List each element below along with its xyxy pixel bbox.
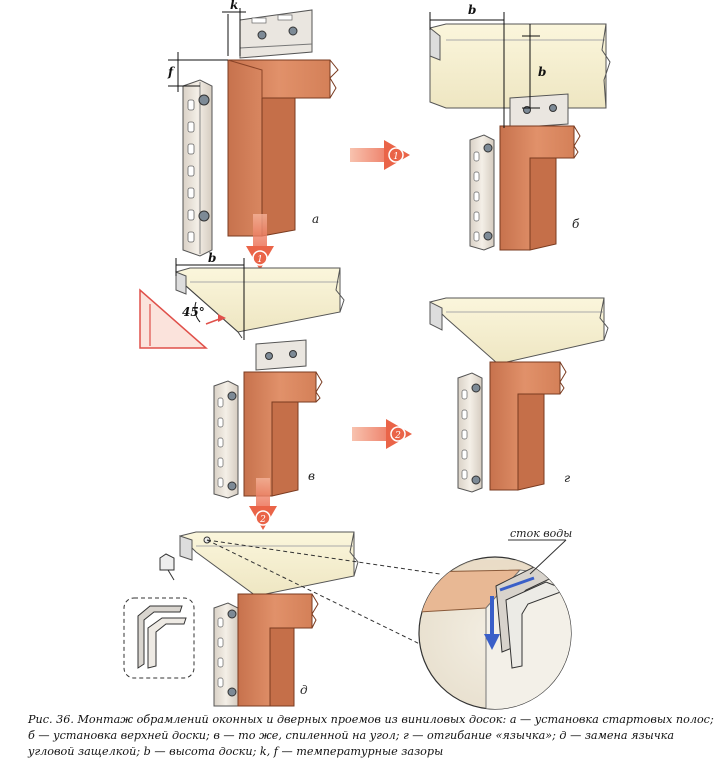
magnified-detail [418,539,572,710]
panel-d: сток воды д [123,527,572,710]
caption-text: Рис. 36. Монтаж обрамлений оконных и две… [28,713,714,758]
dimension-b-height-label: b [538,65,546,79]
step-1-down-label: 1 [257,255,263,265]
arrow-a-to-b: 1 [350,140,410,170]
water-drain-callout: сток воды [510,527,572,540]
panel-b-label: б [572,217,580,231]
top-board-b [429,23,611,109]
gap-dimension-k [222,8,246,56]
arrow-v-to-d: 2 [249,478,277,530]
panel-a: k f а [167,0,339,257]
board-width-dimension-v [175,258,245,340]
panel-g: г [429,297,609,493]
step-1-label: 1 [393,152,399,162]
j-strip-v [213,380,239,499]
panel-g-label: г [564,471,570,485]
cut-piece-red [139,288,226,349]
wood-frame-d [237,593,319,707]
panel-d-label: д [300,683,308,697]
j-strip-a [182,79,213,257]
bent-board-g [429,297,609,365]
j-strip-d [213,602,239,707]
j-strip-g [457,372,483,493]
dimension-b-width-label: b [468,3,476,17]
figure-caption: Рис. 36. Монтаж обрамлений оконных и две… [28,712,718,760]
gap-dimension-f [168,52,228,92]
dimension-f-label: f [167,65,175,79]
board-height-dimension-b [429,12,540,128]
wood-frame-a [227,59,339,237]
panel-v-label: в [308,469,315,483]
j-strip-b [469,134,495,251]
corner-clip-small [159,553,175,581]
panel-b: b b б [429,3,611,251]
arrow-v-to-g: 2 [352,419,412,449]
arrow-a-to-v: 1 [246,214,274,270]
angle-45-label: 45° [182,305,205,319]
panel-v: b 45° [139,251,345,499]
starter-strip-v [255,339,307,371]
wood-frame-b [499,125,581,251]
starter-strip-b [509,93,569,129]
board-d [179,531,359,597]
wood-frame-g [489,361,567,491]
dimension-k-label: k [230,0,238,12]
step-2-label: 2 [394,431,401,441]
zoom-lines [206,539,441,647]
dimension-b-label-v: b [208,251,216,265]
mitred-board-v [175,267,345,339]
panel-a-label: а [312,212,319,226]
starter-strip-a [239,9,313,59]
wood-frame-v [243,371,323,497]
corner-clip-detail [123,597,195,679]
step-2-down-label: 2 [259,515,266,525]
